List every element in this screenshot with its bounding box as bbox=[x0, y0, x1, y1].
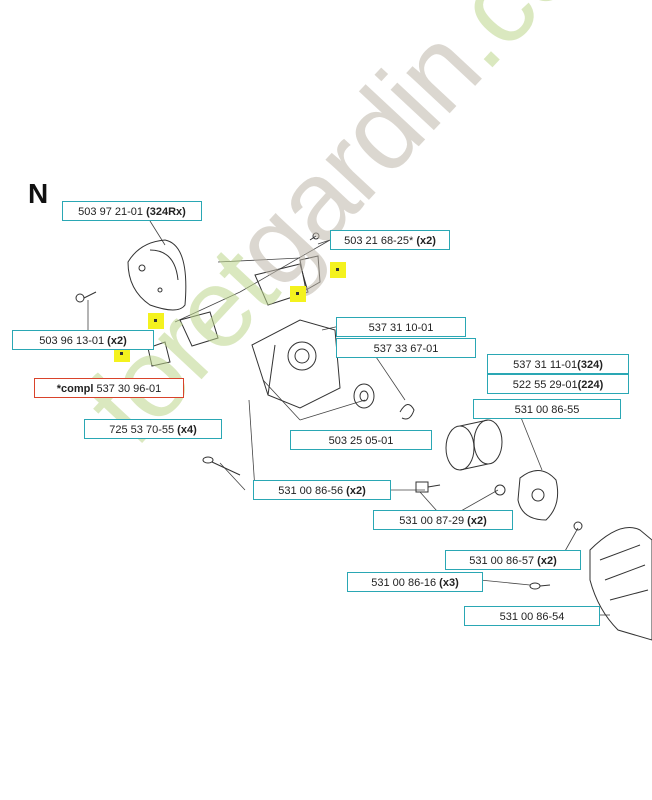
part-label[interactable]: 531 00 86-55 bbox=[473, 399, 621, 419]
clip-left bbox=[147, 311, 219, 367]
part-label[interactable]: 503 96 13-01 (x2) bbox=[12, 330, 154, 350]
engine-partial bbox=[589, 527, 652, 641]
part-qty: (324) bbox=[577, 359, 603, 371]
part-label[interactable]: 537 31 10-01 bbox=[336, 317, 466, 337]
clutch-housing bbox=[251, 319, 341, 409]
part-number: 537 33 67-01 bbox=[373, 343, 439, 355]
part-label[interactable]: 531 00 86-16 (x3) bbox=[347, 572, 483, 592]
highlight-mark bbox=[148, 313, 164, 329]
part-number: 537 31 10-01 bbox=[368, 322, 434, 334]
part-label-compl[interactable]: *compl 537 30 96-01 bbox=[34, 378, 184, 398]
part-number: 531 00 86-56 bbox=[278, 485, 344, 497]
screw-503-21-68 bbox=[309, 232, 320, 241]
part-label[interactable]: 503 97 21-01 (324Rx) bbox=[62, 201, 202, 221]
part-number: 522 55 29-01 bbox=[512, 379, 578, 391]
bolt-531-00-87-29 bbox=[415, 481, 441, 493]
part-label[interactable]: 531 00 86-57 (x2) bbox=[445, 550, 581, 570]
part-label[interactable]: 531 00 86-56 (x2) bbox=[253, 480, 391, 500]
part-label[interactable]: 537 31 11-01(324) bbox=[487, 354, 629, 374]
part-label[interactable]: 531 00 87-29 (x2) bbox=[373, 510, 513, 530]
clutch-drum bbox=[445, 419, 503, 471]
part-label[interactable]: 503 25 05-01 bbox=[290, 430, 432, 450]
part-qty: (x2) bbox=[467, 515, 487, 527]
screw-725-53-70 bbox=[202, 456, 241, 476]
part-qty: (x2) bbox=[416, 235, 436, 247]
part-number: 531 00 86-16 bbox=[371, 577, 437, 589]
part-label[interactable]: 503 21 68-25* (x2) bbox=[330, 230, 450, 250]
washer-2 bbox=[573, 521, 583, 531]
part-number: 503 21 68-25* bbox=[344, 235, 414, 247]
highlight-mark bbox=[290, 286, 306, 302]
part-number: 531 00 86-54 bbox=[499, 611, 565, 623]
screw-531-00-86-16 bbox=[529, 582, 551, 590]
part-number: 537 30 96-01 bbox=[96, 383, 162, 395]
bracket bbox=[254, 255, 321, 306]
part-label[interactable]: 725 53 70-55 (x4) bbox=[84, 419, 222, 439]
washer bbox=[494, 484, 506, 496]
part-number: 503 96 13-01 bbox=[39, 335, 105, 347]
circlip bbox=[399, 404, 415, 420]
part-number: 537 31 11-01 bbox=[513, 359, 578, 371]
part-number: 531 00 87-29 bbox=[399, 515, 465, 527]
part-number: 503 25 05-01 bbox=[328, 435, 394, 447]
part-qty: (224) bbox=[577, 379, 604, 391]
part-number: 531 00 86-55 bbox=[514, 404, 580, 416]
part-number: 725 53 70-55 bbox=[109, 424, 175, 436]
highlight-mark bbox=[330, 262, 346, 278]
part-label[interactable]: 537 33 67-01 bbox=[336, 338, 476, 358]
bearing bbox=[353, 383, 375, 409]
part-qty: (x3) bbox=[439, 577, 459, 589]
part-qty: (324Rx) bbox=[146, 206, 186, 218]
part-label[interactable]: 522 55 29-01(224) bbox=[487, 374, 629, 394]
starter-cover bbox=[127, 239, 187, 311]
clutch bbox=[517, 470, 559, 521]
part-qty: (x4) bbox=[177, 424, 197, 436]
section-letter: N bbox=[28, 178, 49, 209]
part-qty: (x2) bbox=[107, 335, 127, 347]
part-number: 503 97 21-01 bbox=[78, 206, 144, 218]
part-qty: (x2) bbox=[346, 485, 366, 497]
part-label[interactable]: 531 00 86-54 bbox=[464, 606, 600, 626]
highlight-mark bbox=[114, 346, 130, 362]
part-qty: (x2) bbox=[537, 555, 557, 567]
compl-prefix: *compl bbox=[56, 383, 94, 395]
part-number: 531 00 86-57 bbox=[469, 555, 535, 567]
screw-503-96-13 bbox=[75, 291, 97, 303]
